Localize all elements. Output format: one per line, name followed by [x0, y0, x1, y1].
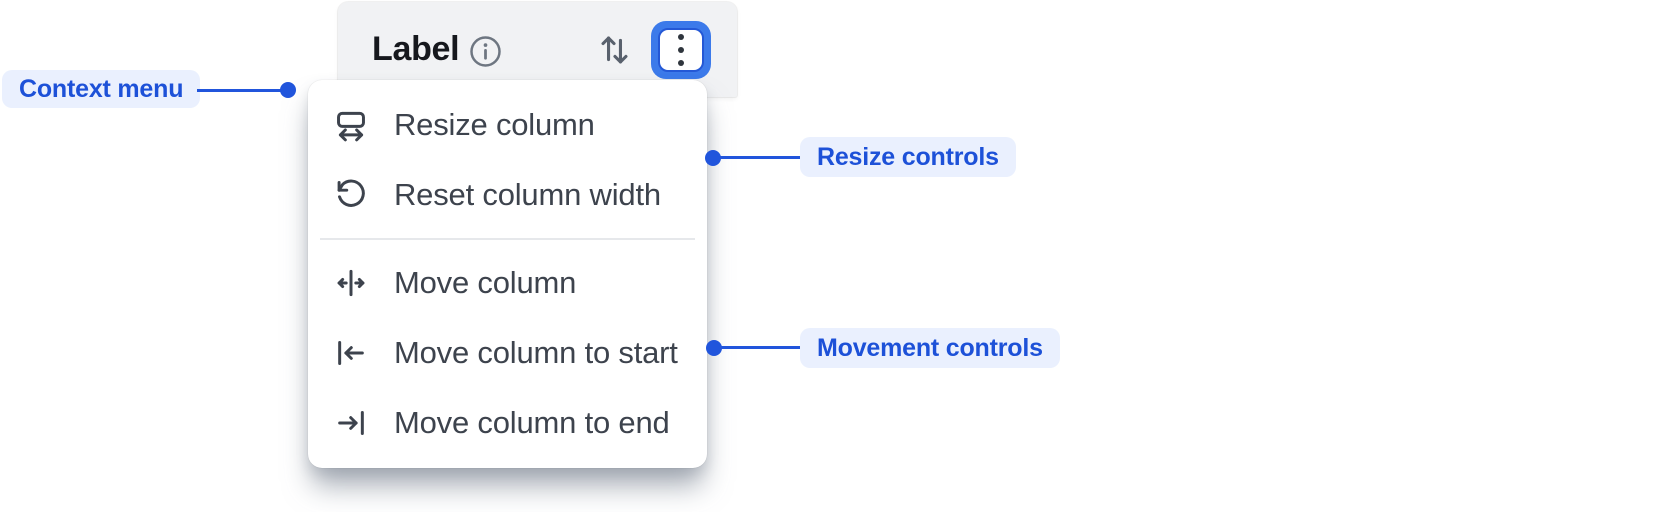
menu-divider	[320, 238, 695, 240]
move-column-to-start-icon	[334, 336, 368, 370]
menu-item-label: Reset column width	[394, 177, 661, 212]
annotation-context-menu-dot	[280, 82, 296, 98]
annotation-movement-controls: Movement controls	[800, 328, 1060, 368]
move-column-to-end-icon	[334, 406, 368, 440]
resize-column-icon	[334, 108, 368, 142]
menu-item-label: Move column to start	[394, 335, 678, 370]
annotation-context-menu-line	[197, 89, 281, 92]
menu-item-label: Move column	[394, 265, 577, 300]
annotation-context-menu: Context menu	[2, 70, 201, 108]
info-icon[interactable]	[468, 34, 503, 69]
annotation-resize-controls-line	[713, 156, 801, 159]
kebab-icon	[658, 27, 704, 72]
column-menu-button[interactable]	[651, 20, 711, 79]
context-menu: Resize column Reset column width	[308, 80, 707, 468]
menu-item-move-column-to-end[interactable]: Move column to end	[308, 388, 707, 458]
annotation-resize-controls: Resize controls	[800, 137, 1016, 177]
menu-item-label: Move column to end	[394, 405, 670, 440]
menu-item-label: Resize column	[394, 107, 595, 142]
menu-item-move-column-to-start[interactable]: Move column to start	[308, 318, 707, 388]
move-column-icon	[334, 266, 368, 300]
column-header-title: Label	[372, 30, 460, 68]
annotation-movement-controls-line	[714, 346, 801, 349]
menu-item-reset-column-width[interactable]: Reset column width	[308, 160, 707, 230]
reset-column-width-icon	[334, 178, 368, 212]
menu-item-resize-column[interactable]: Resize column	[308, 90, 707, 160]
sort-icon[interactable]	[599, 32, 630, 68]
menu-item-move-column[interactable]: Move column	[308, 248, 707, 318]
